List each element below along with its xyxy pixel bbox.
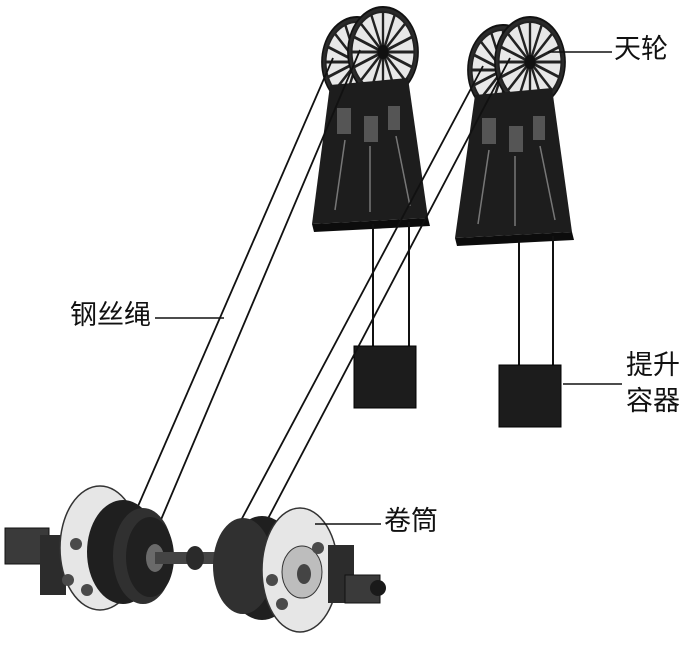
right-headframe	[455, 15, 574, 246]
vertical-ropes	[372, 222, 554, 366]
right-hoist-container	[498, 364, 562, 428]
wire-ropes	[131, 49, 511, 531]
wire-rope-label: 钢丝绳	[70, 300, 151, 331]
drum-assembly	[4, 485, 386, 633]
left-hoist-container	[353, 345, 417, 409]
drum-label: 卷筒	[384, 506, 438, 537]
hoist-container-label-line2: 容器	[626, 386, 680, 417]
hoist-container-label-line1: 提升	[626, 350, 680, 381]
leader-lines	[155, 51, 622, 525]
sheave-label: 天轮	[614, 34, 668, 65]
